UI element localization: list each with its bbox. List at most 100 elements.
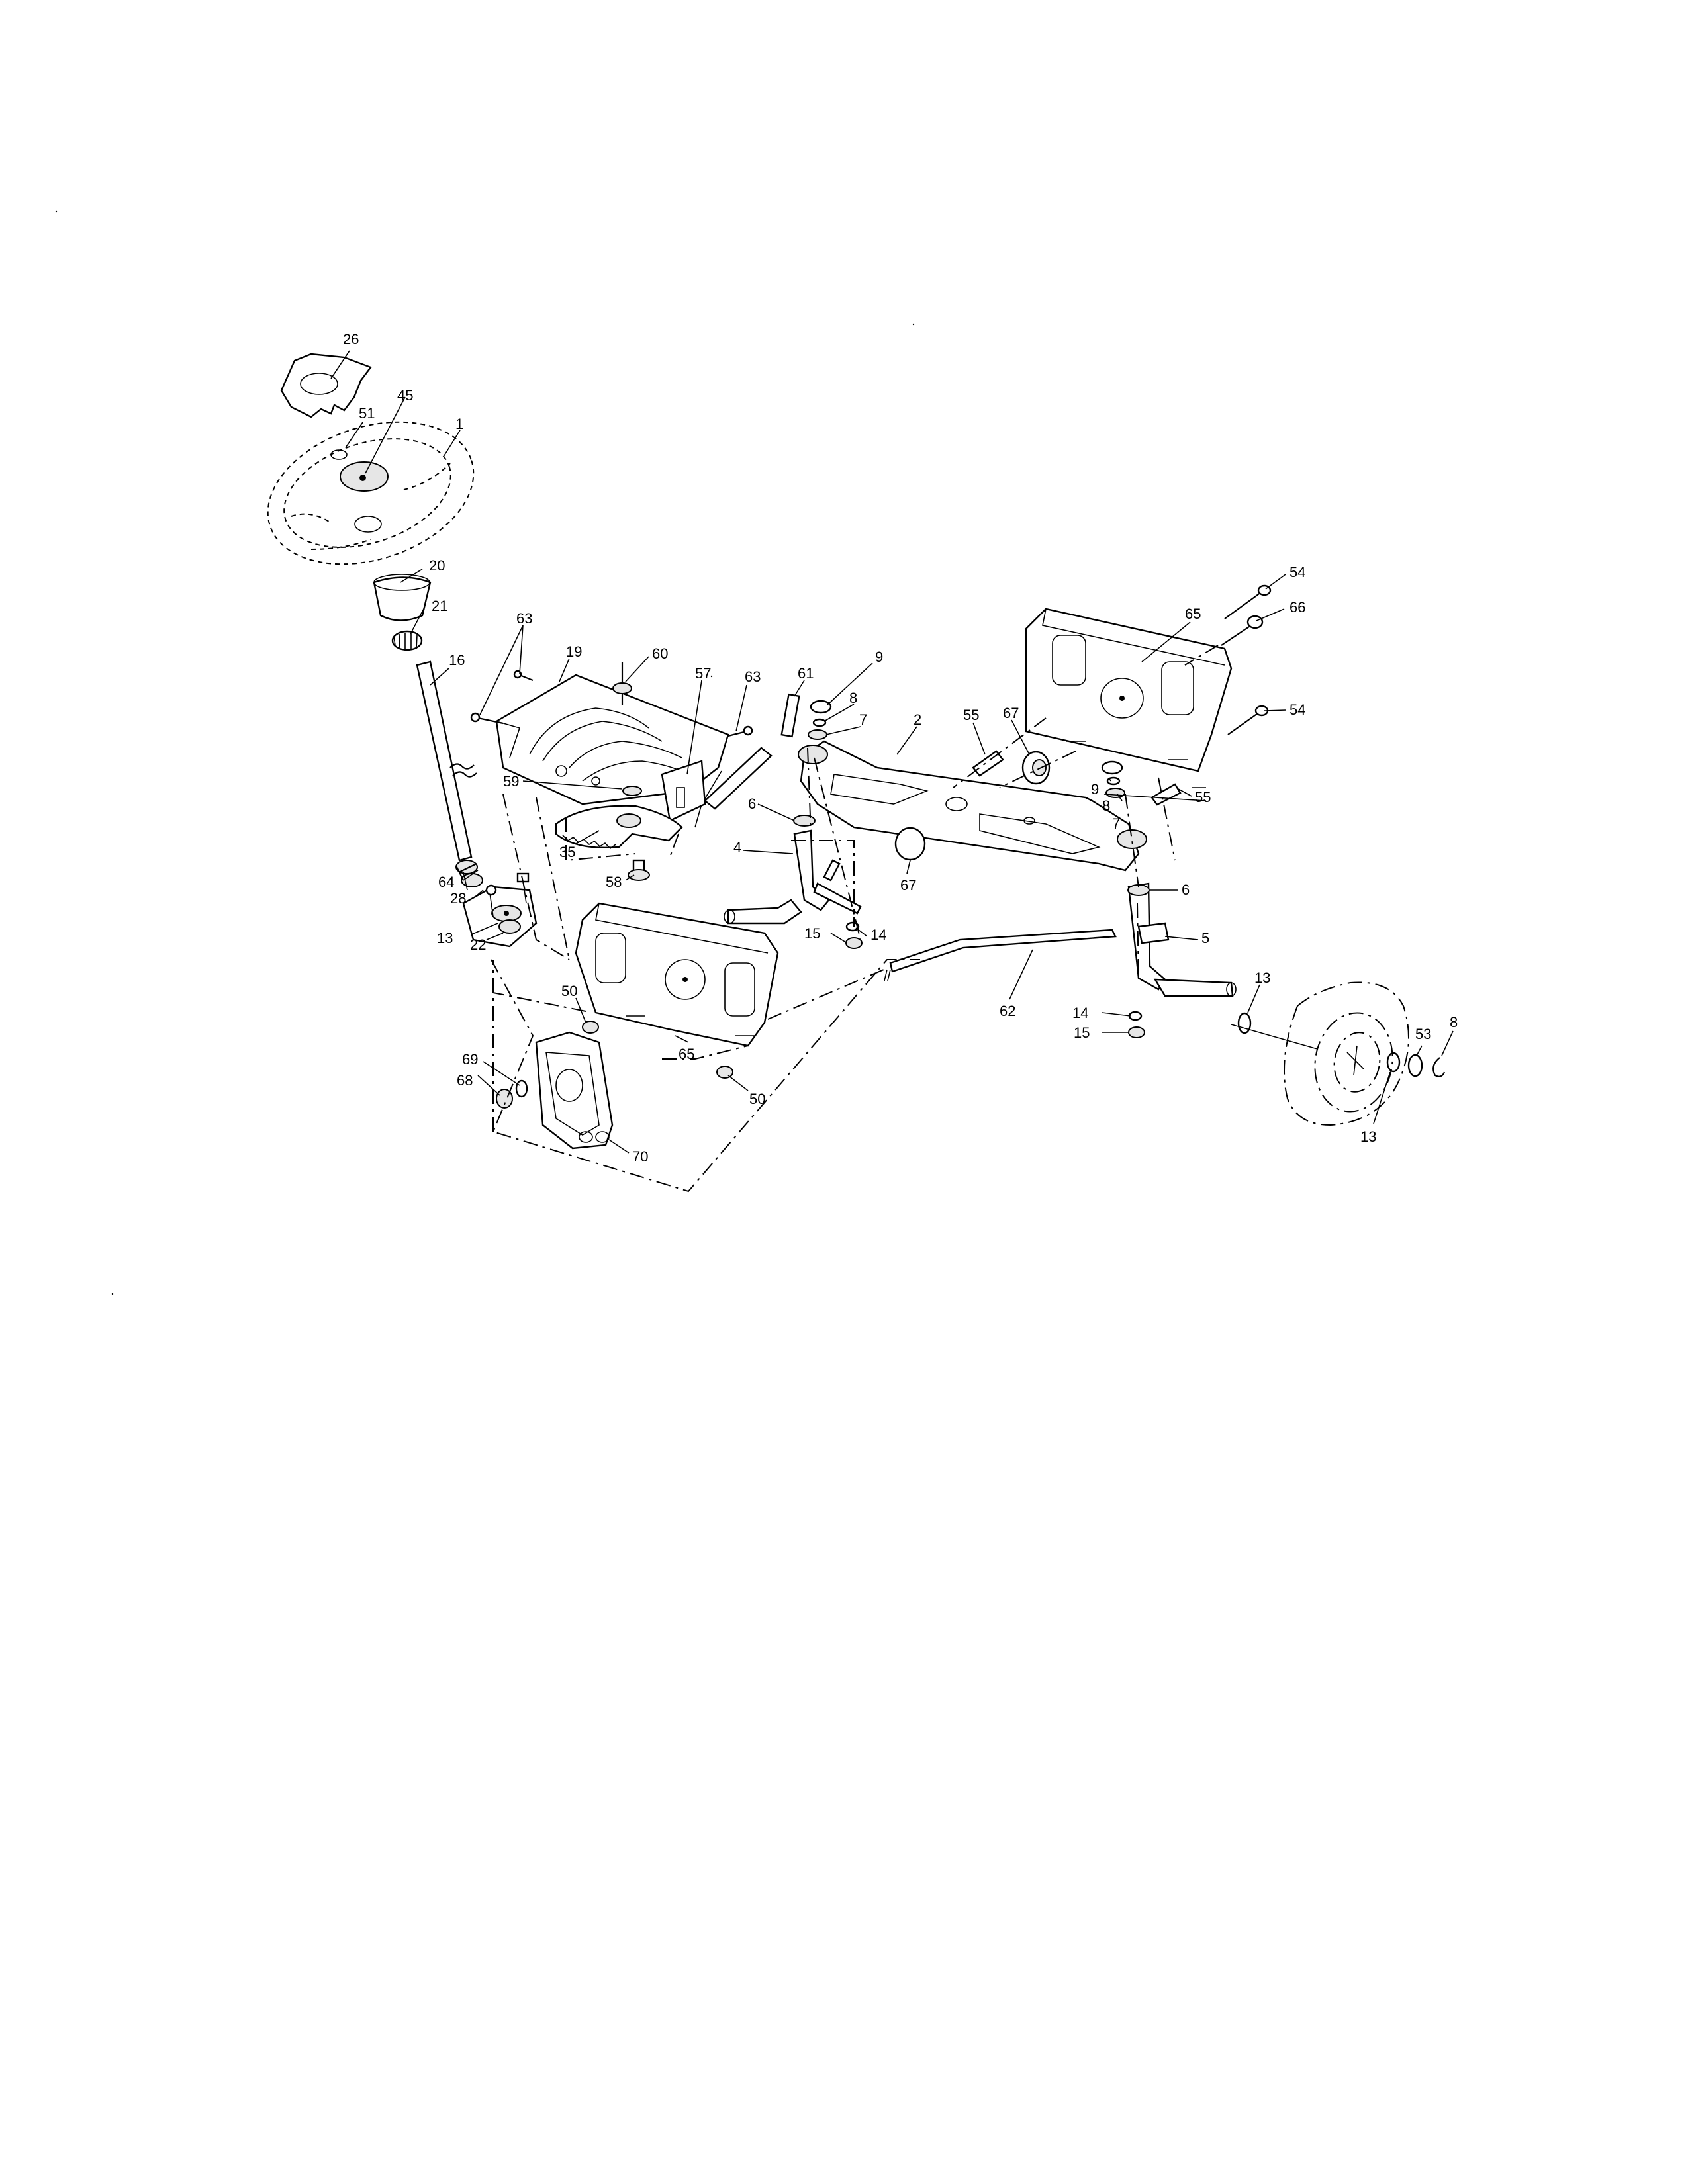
- nut-50-upper: [582, 1021, 599, 1034]
- bolt-54-upper: [1224, 584, 1272, 619]
- callout-9b: 9: [1091, 781, 1099, 797]
- callout-65b: 65: [679, 1046, 694, 1062]
- callout-59: 59: [503, 773, 519, 790]
- steering-wheel: [267, 421, 475, 565]
- washer-53: [1407, 1054, 1423, 1077]
- steering-shaft: [416, 660, 483, 891]
- callout-1: 1: [455, 416, 463, 432]
- callout-64: 64: [438, 874, 454, 890]
- nut-14-right: [1128, 1011, 1143, 1021]
- cap-9-left: [810, 700, 832, 714]
- clip-8-wheel: [1432, 1057, 1446, 1077]
- spindle-right: [1127, 882, 1237, 997]
- callout-8c: 8: [1450, 1014, 1458, 1030]
- callout-55a: 55: [963, 707, 979, 723]
- front-wheel: [1231, 981, 1409, 1126]
- spindle-left: [724, 829, 862, 925]
- washer-6-left: [793, 815, 816, 827]
- callout-13b: 13: [1360, 1128, 1376, 1145]
- washer-13-wheel-inner: [1237, 1012, 1252, 1034]
- callout-16: 16: [449, 652, 465, 668]
- leader-lines: [330, 350, 1454, 1154]
- callout-14a: 14: [870, 927, 886, 943]
- pivot-bushing-55-left: [972, 750, 1004, 777]
- washer-13-wheel-outer: [1386, 1052, 1401, 1073]
- sector-gear: [555, 805, 683, 850]
- callout-65a: 65: [1185, 606, 1201, 622]
- bolt-66: [1221, 615, 1264, 646]
- axle-bracket-lower: [575, 902, 779, 1047]
- callout-54b: 54: [1289, 702, 1305, 718]
- callout-62: 62: [1000, 1003, 1015, 1019]
- nut-60: [612, 662, 632, 705]
- callout-50a: 50: [561, 983, 577, 999]
- callout-60: 60: [652, 645, 668, 662]
- callout-63a: 63: [516, 610, 532, 627]
- scan-specks: [55, 210, 915, 1295]
- callout-54a: 54: [1289, 564, 1305, 580]
- callout-15b: 15: [1074, 1024, 1090, 1041]
- callout-51: 51: [359, 405, 375, 422]
- callout-66: 66: [1289, 599, 1305, 615]
- callout-61: 61: [798, 665, 814, 682]
- callout-8a: 8: [849, 690, 857, 706]
- washer-7-right: [1105, 788, 1125, 798]
- callout-15a: 15: [804, 925, 820, 942]
- callout-50b: 50: [749, 1091, 765, 1107]
- mounting-plate-70: [535, 1031, 614, 1150]
- tie-rod: [884, 929, 1117, 981]
- bumper-67-lower: [894, 827, 926, 861]
- assembly-reference-lines: [491, 645, 1219, 1193]
- callout-2: 2: [914, 711, 921, 728]
- callout-20: 20: [429, 557, 445, 574]
- steering-shaft-bushing: [373, 574, 432, 621]
- bolt-63-left: [470, 712, 504, 725]
- callout-7b: 7: [1112, 815, 1120, 832]
- nut-14-left: [845, 921, 860, 932]
- bolt-58: [628, 859, 650, 881]
- callout-68: 68: [457, 1072, 473, 1089]
- shaft-support-bracket: [462, 872, 538, 948]
- washer-13-shaft: [498, 919, 521, 934]
- clip-8-left: [812, 718, 827, 727]
- callout-9a: 9: [875, 649, 883, 665]
- washer-59: [622, 786, 642, 796]
- callout-55b: 55: [1195, 789, 1211, 805]
- axle-bracket-upper: [1025, 608, 1233, 772]
- bumper-67-upper: [1021, 751, 1051, 785]
- bolt-54-lower: [1227, 705, 1269, 735]
- callout-70: 70: [632, 1148, 648, 1165]
- steering-shaft-bearing: [391, 630, 423, 651]
- nut-15-left: [845, 937, 863, 949]
- callout-6b: 6: [1182, 882, 1190, 898]
- callout-labels: 26 51 45 1 20 21 16 63 19 60 57 63 61 9 …: [343, 331, 1458, 1165]
- callout-58: 58: [606, 874, 622, 890]
- washer-7-left: [808, 729, 827, 740]
- bolt-64: [456, 863, 477, 881]
- steering-wheel-insert: [280, 353, 372, 418]
- nut-50-lower: [716, 1066, 733, 1079]
- callout-14b: 14: [1072, 1005, 1088, 1021]
- callout-63b: 63: [745, 668, 761, 685]
- drag-link: [704, 693, 800, 810]
- callout-5: 5: [1201, 930, 1209, 946]
- clip-8-right: [1106, 776, 1121, 786]
- callout-8b: 8: [1102, 797, 1110, 814]
- callout-22: 22: [470, 936, 486, 953]
- callout-26: 26: [343, 331, 359, 347]
- callout-67a: 67: [1003, 705, 1019, 721]
- callout-13c: 13: [437, 930, 453, 946]
- bolt-63-top: [513, 670, 534, 682]
- nut-15-right: [1128, 1026, 1145, 1038]
- callout-6a: 6: [748, 796, 756, 812]
- callout-4: 4: [733, 839, 741, 856]
- callout-53: 53: [1415, 1026, 1431, 1042]
- callout-13a: 13: [1254, 970, 1270, 986]
- callout-67b: 67: [900, 877, 916, 893]
- washer-69: [515, 1079, 528, 1098]
- front-axle: [798, 740, 1147, 872]
- callout-7a: 7: [859, 711, 867, 728]
- callout-35: 35: [559, 844, 575, 860]
- callout-19: 19: [566, 643, 582, 660]
